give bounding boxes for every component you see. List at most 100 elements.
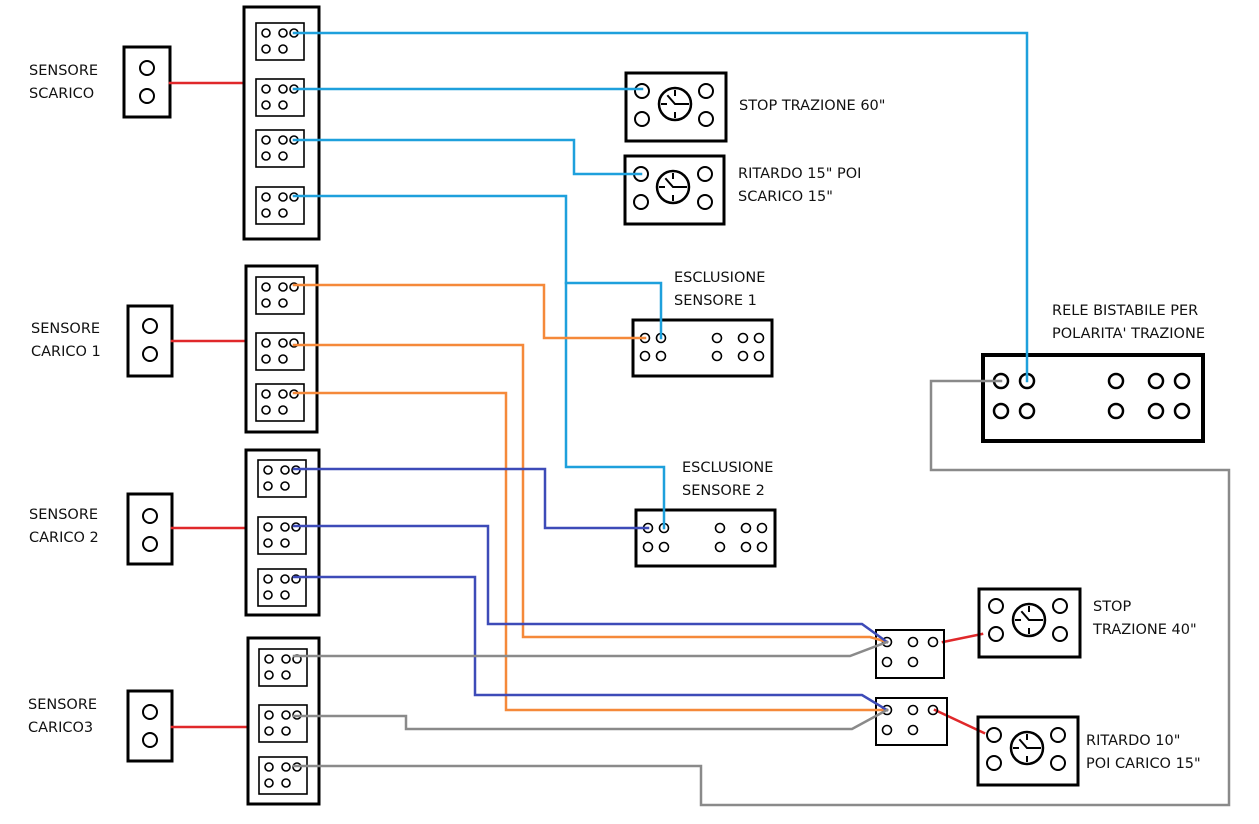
contact-terminal — [281, 654, 291, 664]
contact-terminal — [281, 726, 291, 736]
contact-terminal — [261, 28, 271, 38]
clock-icon — [1011, 602, 1047, 638]
contact-terminal — [261, 192, 271, 202]
contact-terminal — [263, 465, 273, 475]
relay-base-carico-2 — [244, 448, 321, 617]
relay-base-scarico — [242, 5, 321, 241]
contact-terminal — [278, 135, 288, 145]
navy-wires — [292, 467, 889, 712]
contact-terminal — [278, 28, 288, 38]
contact-terminal — [278, 100, 288, 110]
contact-terminal — [263, 574, 273, 584]
contact-terminal — [280, 465, 290, 475]
contact-module — [257, 568, 307, 607]
contact-terminal — [289, 282, 299, 292]
contact-terminal — [264, 670, 274, 680]
contact-terminal — [280, 574, 290, 584]
timer-stop-trazione-40 — [977, 587, 1082, 659]
contact-terminal — [261, 338, 271, 348]
relay-small-stop-trazione — [875, 629, 945, 679]
label-ritardo-10-carico: RITARDO 10"POI CARICO 15" — [1086, 733, 1201, 772]
contact-terminal — [261, 84, 271, 94]
relay-base-carico-3 — [246, 636, 321, 806]
contact-terminal — [281, 710, 291, 720]
contact-terminal — [281, 762, 291, 772]
contact-terminal — [278, 389, 288, 399]
red-wires — [168, 81, 986, 735]
contact-terminal — [261, 44, 271, 54]
contact-terminal — [261, 298, 271, 308]
contact-module — [258, 704, 308, 743]
relay-base-carico-1 — [244, 264, 319, 434]
contact-terminal — [278, 405, 288, 415]
contact-terminal — [278, 192, 288, 202]
contact-terminal — [263, 590, 273, 600]
clock-icon — [1009, 730, 1045, 766]
contact-terminal — [263, 538, 273, 548]
contact-terminal — [281, 670, 291, 680]
contact-terminal — [261, 208, 271, 218]
contact-module — [258, 648, 308, 687]
contact-module — [255, 186, 305, 225]
contact-terminal — [263, 522, 273, 532]
contact-module — [255, 22, 305, 61]
relay-esclusione-sensore-1 — [631, 318, 774, 378]
contact-terminal — [264, 654, 274, 664]
blue-wires — [292, 31, 1029, 530]
contact-module — [255, 332, 305, 371]
clock-icon — [657, 86, 693, 122]
contact-module — [255, 78, 305, 117]
label-stop-trazione-60: STOP TRAZIONE 60" — [739, 98, 886, 114]
contact-terminal — [278, 84, 288, 94]
contact-module — [257, 459, 307, 498]
clock-icon — [655, 169, 691, 205]
contact-terminal — [264, 762, 274, 772]
contact-terminal — [261, 135, 271, 145]
contact-terminal — [281, 778, 291, 788]
contact-terminal — [263, 481, 273, 491]
timer-ritardo-10-carico — [976, 715, 1080, 787]
sensor-scarico — [122, 45, 172, 119]
contact-terminal — [278, 338, 288, 348]
contact-terminal — [261, 282, 271, 292]
contact-terminal — [280, 538, 290, 548]
contact-terminal — [261, 151, 271, 161]
timer-stop-trazione-60 — [624, 71, 728, 143]
contact-terminal — [278, 282, 288, 292]
contact-terminal — [291, 574, 301, 584]
contact-terminal — [278, 354, 288, 364]
contact-terminal — [264, 710, 274, 720]
contact-module — [258, 756, 308, 795]
contact-terminal — [278, 151, 288, 161]
orange-wires — [292, 283, 889, 712]
gray-wires — [292, 379, 1231, 807]
contact-terminal — [278, 44, 288, 54]
sensor-carico-3 — [126, 689, 174, 763]
contact-terminal — [261, 405, 271, 415]
contact-terminal — [278, 298, 288, 308]
contact-terminal — [280, 481, 290, 491]
sensor-carico-2 — [126, 492, 174, 566]
relay-esclusione-sensore-2 — [634, 508, 777, 568]
sensor-carico-1 — [126, 304, 174, 378]
contact-module — [255, 129, 305, 168]
contact-terminal — [261, 354, 271, 364]
contact-terminal — [264, 726, 274, 736]
contact-terminal — [261, 100, 271, 110]
contact-module — [257, 516, 307, 555]
relay-bistabile — [981, 353, 1205, 443]
contact-terminal — [278, 208, 288, 218]
contact-terminal — [280, 522, 290, 532]
contact-module — [255, 383, 305, 422]
contact-terminal — [280, 590, 290, 600]
